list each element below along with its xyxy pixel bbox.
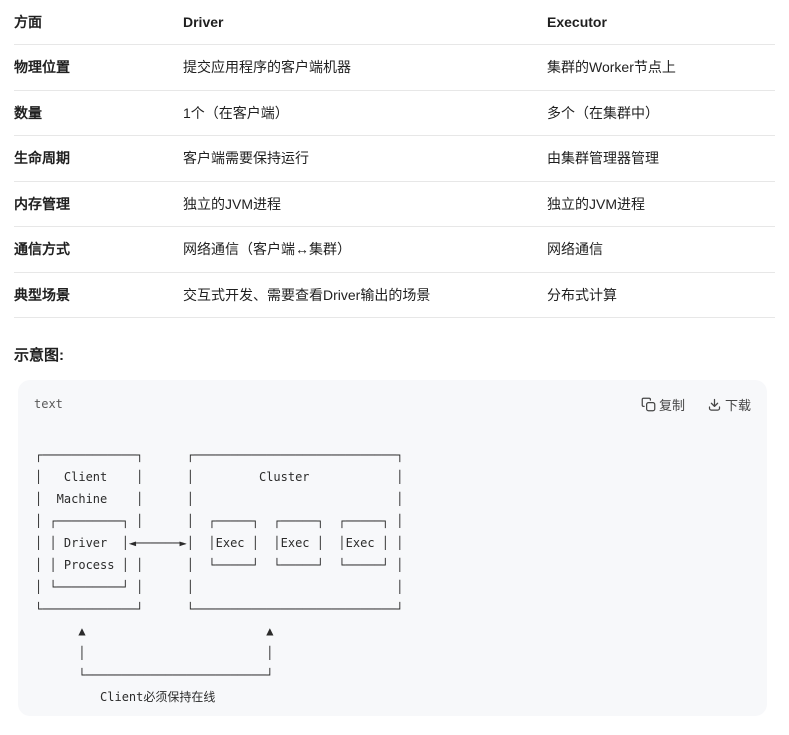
driver-cell: 提交应用程序的客户端机器 — [183, 59, 351, 76]
driver-cell: 1个（在客户端） — [183, 104, 289, 121]
aspect-cell: 生命周期 — [14, 150, 70, 167]
table-row: 通信方式 网络通信（客户端↔集群） 网络通信 — [14, 227, 775, 273]
executor-cell: 分布式计算 — [547, 286, 617, 303]
code-block-header: text 复制 下载 — [34, 394, 751, 414]
copy-icon — [641, 397, 656, 412]
table-row: 生命周期 客户端需要保持运行 由集群管理器管理 — [14, 136, 775, 182]
table-row: 数量 1个（在客户端） 多个（在集群中） — [14, 91, 775, 136]
header-aspect: 方面 — [14, 14, 42, 30]
diagram-section-heading: 示意图: — [14, 347, 64, 364]
driver-cell: 交互式开发、需要查看Driver输出的场景 — [183, 286, 431, 303]
executor-cell: 独立的JVM进程 — [547, 195, 645, 212]
aspect-cell: 内存管理 — [14, 195, 70, 212]
ascii-diagram: ┌─────────────┐ ┌───────────────────────… — [35, 448, 404, 704]
table-row: 内存管理 独立的JVM进程 独立的JVM进程 — [14, 182, 775, 227]
table-row: 物理位置 提交应用程序的客户端机器 集群的Worker节点上 — [14, 45, 775, 91]
aspect-cell: 物理位置 — [14, 59, 70, 76]
table-header-row: 方面 Driver Executor — [14, 0, 775, 45]
executor-cell: 多个（在集群中） — [547, 104, 659, 121]
driver-cell: 客户端需要保持运行 — [183, 150, 309, 167]
download-icon — [707, 397, 722, 412]
copy-button[interactable]: 复制 — [641, 395, 685, 414]
comparison-table: 方面 Driver Executor 物理位置 提交应用程序的客户端机器 集群的… — [14, 0, 775, 318]
aspect-cell: 典型场景 — [14, 286, 70, 303]
table-row: 典型场景 交互式开发、需要查看Driver输出的场景 分布式计算 — [14, 273, 775, 318]
driver-cell: 网络通信（客户端↔集群） — [183, 241, 351, 258]
header-executor: Executor — [547, 14, 607, 30]
driver-cell: 独立的JVM进程 — [183, 195, 281, 212]
download-button-label: 下载 — [724, 397, 751, 413]
executor-cell: 集群的Worker节点上 — [547, 59, 676, 76]
copy-button-label: 复制 — [658, 397, 685, 413]
aspect-cell: 通信方式 — [14, 241, 70, 258]
code-block: text 复制 下载 — [18, 380, 767, 716]
executor-cell: 网络通信 — [547, 241, 603, 258]
executor-cell: 由集群管理器管理 — [547, 150, 659, 167]
code-language-label: text — [34, 397, 63, 411]
download-button[interactable]: 下载 — [707, 395, 751, 414]
code-actions: 复制 下载 — [641, 395, 751, 414]
aspect-cell: 数量 — [14, 104, 42, 121]
header-driver: Driver — [183, 14, 224, 30]
